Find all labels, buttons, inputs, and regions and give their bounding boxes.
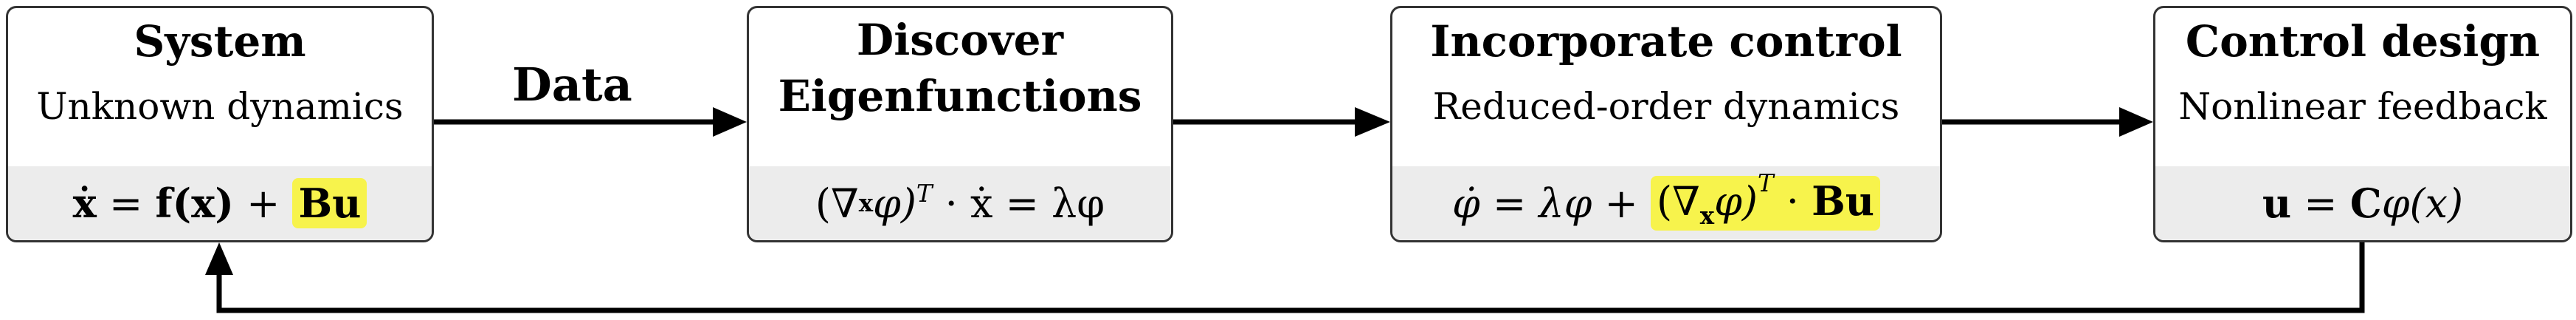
eq-transpose: T xyxy=(1757,168,1774,197)
eq-term-Bu-highlight: Bu xyxy=(292,178,367,228)
discover-title-line2: Eigenfunctions xyxy=(778,71,1142,121)
incorporate-box: Incorporate control Reduced-order dynami… xyxy=(1390,6,1942,242)
eq-grad: (∇ xyxy=(815,180,859,227)
eq-grad-subscript: x xyxy=(1699,201,1715,230)
eq-grad: (∇ xyxy=(1657,177,1700,225)
system-box: System Unknown dynamics ẋ = f (x) + Bu xyxy=(6,6,434,242)
eq-control-term-highlight: (∇xφ)T · Bu xyxy=(1651,169,1880,231)
system-equation: ẋ = f (x) + Bu xyxy=(8,166,432,240)
eq-term-Bu: Bu xyxy=(1812,177,1874,225)
eq-term-u: u xyxy=(2262,180,2292,227)
arrowhead-icon xyxy=(1355,107,1390,137)
eq-term-x: (x) xyxy=(172,180,234,227)
eq-term-C: C xyxy=(2349,180,2382,227)
control-design-equation: u = C φ(x) xyxy=(2155,166,2570,240)
feedback-loop-arrow xyxy=(216,241,2365,313)
eq-plus: + xyxy=(233,180,293,227)
eq-term-f: f xyxy=(155,180,173,227)
incorporate-subtitle: Reduced-order dynamics xyxy=(1432,85,1900,128)
control-design-subtitle: Nonlinear feedback xyxy=(2178,85,2547,128)
discover-title-line1: Discover xyxy=(856,15,1064,65)
arrow-label-data: Data xyxy=(512,58,632,112)
eq-term-xdot: ẋ xyxy=(72,180,97,227)
eq-phi: φ) xyxy=(873,180,916,227)
eq-rest: · ẋ = λφ xyxy=(932,180,1105,227)
eq-phidot: φ̇ = λφ + xyxy=(1452,180,1651,227)
control-design-box: Control design Nonlinear feedback u = C … xyxy=(2153,6,2572,242)
control-design-title: Control design xyxy=(2185,16,2541,67)
eq-equals: = xyxy=(2291,180,2350,227)
incorporate-equation: φ̇ = λφ + (∇xφ)T · Bu xyxy=(1392,166,1940,240)
system-title: System xyxy=(134,16,306,67)
arrowhead-icon xyxy=(205,242,233,275)
arrowhead-icon xyxy=(2119,107,2153,137)
system-subtitle: Unknown dynamics xyxy=(36,85,404,128)
arrowhead-icon xyxy=(713,107,747,137)
eq-term-phi-x: φ(x) xyxy=(2381,180,2464,227)
eq-phi: φ) xyxy=(1714,177,1758,225)
eq-transpose: T xyxy=(916,180,933,208)
eq-equals: = xyxy=(96,180,156,227)
eq-dot: · xyxy=(1773,177,1812,225)
eq-grad-subscript: x xyxy=(858,189,874,217)
incorporate-title: Incorporate control xyxy=(1430,16,1902,67)
